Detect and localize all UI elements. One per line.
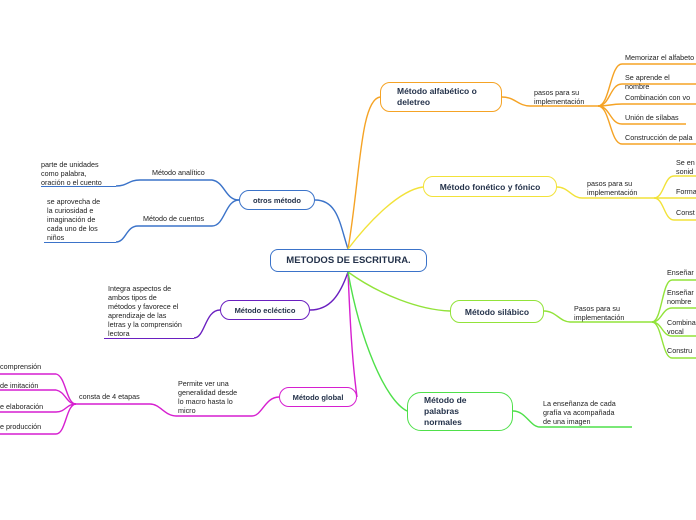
- detail-line: implementación: [534, 97, 585, 106]
- underline: [41, 186, 116, 187]
- detail-line: Integra aspectos de: [108, 284, 172, 293]
- detail-line: Pasos para su: [574, 304, 620, 313]
- link-alfabetico: [347, 96, 381, 250]
- detail-line: como palabra,: [41, 169, 87, 178]
- metodo-global-detail[interactable]: Permite ver una generalidad desde lo mac…: [178, 379, 237, 415]
- metodo-eclectico-detail[interactable]: Integra aspectos de ambos tipos de métod…: [108, 284, 182, 338]
- link-fonetico: [347, 186, 424, 250]
- detail-line: oración o el cuento: [41, 178, 102, 187]
- detail-line: imaginación de: [47, 215, 96, 224]
- fonetico-item[interactable]: Const: [676, 208, 695, 217]
- underline: [44, 242, 116, 243]
- label-line: Método de: [424, 395, 467, 405]
- metodo-cuentos-detail[interactable]: se aprovecha de la curiosidad e imaginac…: [47, 197, 100, 242]
- detail-line: Combina: [667, 318, 696, 327]
- fonetico-pasos[interactable]: pasos para su implementación: [587, 179, 637, 197]
- detail-line: Se en: [676, 158, 695, 167]
- alfabetico-item[interactable]: Memorizar el alfabeto: [625, 53, 695, 62]
- detail-line: micro: [178, 406, 196, 415]
- alfabetico-pasos[interactable]: pasos para su implementación: [534, 88, 584, 106]
- link-global: [347, 271, 358, 398]
- etapa-item[interactable]: comprensión: [0, 362, 42, 371]
- alfabetico-item[interactable]: Combinación con vo: [625, 93, 691, 102]
- branch-metodo-alfabetico[interactable]: Método alfabético o deletreo: [380, 82, 502, 112]
- silabico-pasos[interactable]: Pasos para su implementación: [574, 304, 624, 322]
- label-line: deletreo: [397, 97, 431, 107]
- etapa-item[interactable]: de imitación: [0, 381, 39, 390]
- branch-metodo-palabras-normales[interactable]: Método de palabras normales: [407, 392, 513, 431]
- alfabetico-item[interactable]: Se aprende el nombre: [625, 73, 670, 91]
- silabico-item[interactable]: Enseñar nombre: [667, 288, 694, 306]
- underline: [104, 338, 194, 339]
- alfabetico-item[interactable]: Unión de sílabas: [625, 113, 679, 122]
- detail-line: vocal: [667, 327, 684, 336]
- detail-line: aprendizaje de las: [108, 311, 167, 320]
- detail-line: Enseñar: [667, 288, 694, 297]
- alfabetico-item[interactable]: Construcción de pala: [625, 133, 693, 142]
- label-line: normales: [424, 417, 462, 427]
- detail-line: se aprovecha de: [47, 197, 101, 206]
- etapa-item[interactable]: e producción: [0, 422, 42, 431]
- label-line: palabras: [424, 406, 459, 416]
- branch-metodo-silabico[interactable]: Método silábico: [450, 300, 544, 323]
- silabico-item[interactable]: Constru: [667, 346, 693, 355]
- detail-line: niños: [47, 233, 65, 242]
- branch-metodo-global[interactable]: Método global: [279, 387, 357, 407]
- silabico-item[interactable]: Enseñar: [667, 268, 694, 277]
- detail-line: nombre: [667, 297, 692, 306]
- silabico-item[interactable]: Combina vocal: [667, 318, 696, 336]
- detail-line: parte de unidades: [41, 160, 99, 169]
- detail-line: métodos y favorece el: [108, 302, 179, 311]
- detail-line: pasos para su: [587, 179, 633, 188]
- metodo-analitico-label[interactable]: Método analítico: [152, 168, 205, 177]
- detail-line: letras y la comprensión: [108, 320, 182, 329]
- etapa-item[interactable]: e elaboración: [0, 402, 44, 411]
- detail-line: sonid: [676, 167, 694, 176]
- central-topic[interactable]: METODOS DE ESCRITURA.: [270, 249, 427, 272]
- metodo-analitico-detail[interactable]: parte de unidades como palabra, oración …: [41, 160, 102, 187]
- detail-line: implementación: [587, 188, 638, 197]
- palabras-normales-detail[interactable]: La enseñanza de cada grafía va acompañad…: [543, 399, 616, 426]
- link-palabras: [347, 271, 408, 412]
- detail-line: ambos tipos de: [108, 293, 157, 302]
- detail-line: de una imagen: [543, 417, 591, 426]
- detail-line: cada uno de los: [47, 224, 98, 233]
- label-line: Método alfabético o: [397, 86, 477, 96]
- fonetico-item[interactable]: Forma: [676, 187, 696, 196]
- branch-otros-metodo[interactable]: otros método: [239, 190, 315, 210]
- detail-line: implementación: [574, 313, 625, 322]
- detail-line: generalidad desde: [178, 388, 238, 397]
- link-otros: [314, 199, 349, 250]
- detail-line: La enseñanza de cada: [543, 399, 616, 408]
- branch-metodo-fonetico[interactable]: Método fonético y fónico: [423, 176, 557, 197]
- etapas-label[interactable]: consta de 4 etapas: [79, 392, 140, 401]
- link-silabico: [347, 271, 451, 312]
- detail-line: grafía va acompañada: [543, 408, 615, 417]
- link-eclectico: [309, 271, 349, 311]
- detail-line: Permite ver una: [178, 379, 229, 388]
- detail-line: la curiosidad e: [47, 206, 94, 215]
- detail-line: pasos para su: [534, 88, 580, 97]
- fonetico-item[interactable]: Se en sonid: [676, 158, 695, 176]
- branch-metodo-eclectico[interactable]: Método ecléctico: [220, 300, 310, 320]
- metodo-cuentos-label[interactable]: Método de cuentos: [143, 214, 205, 223]
- detail-line: lo macro hasta lo: [178, 397, 233, 406]
- detail-line: lectora: [108, 329, 130, 338]
